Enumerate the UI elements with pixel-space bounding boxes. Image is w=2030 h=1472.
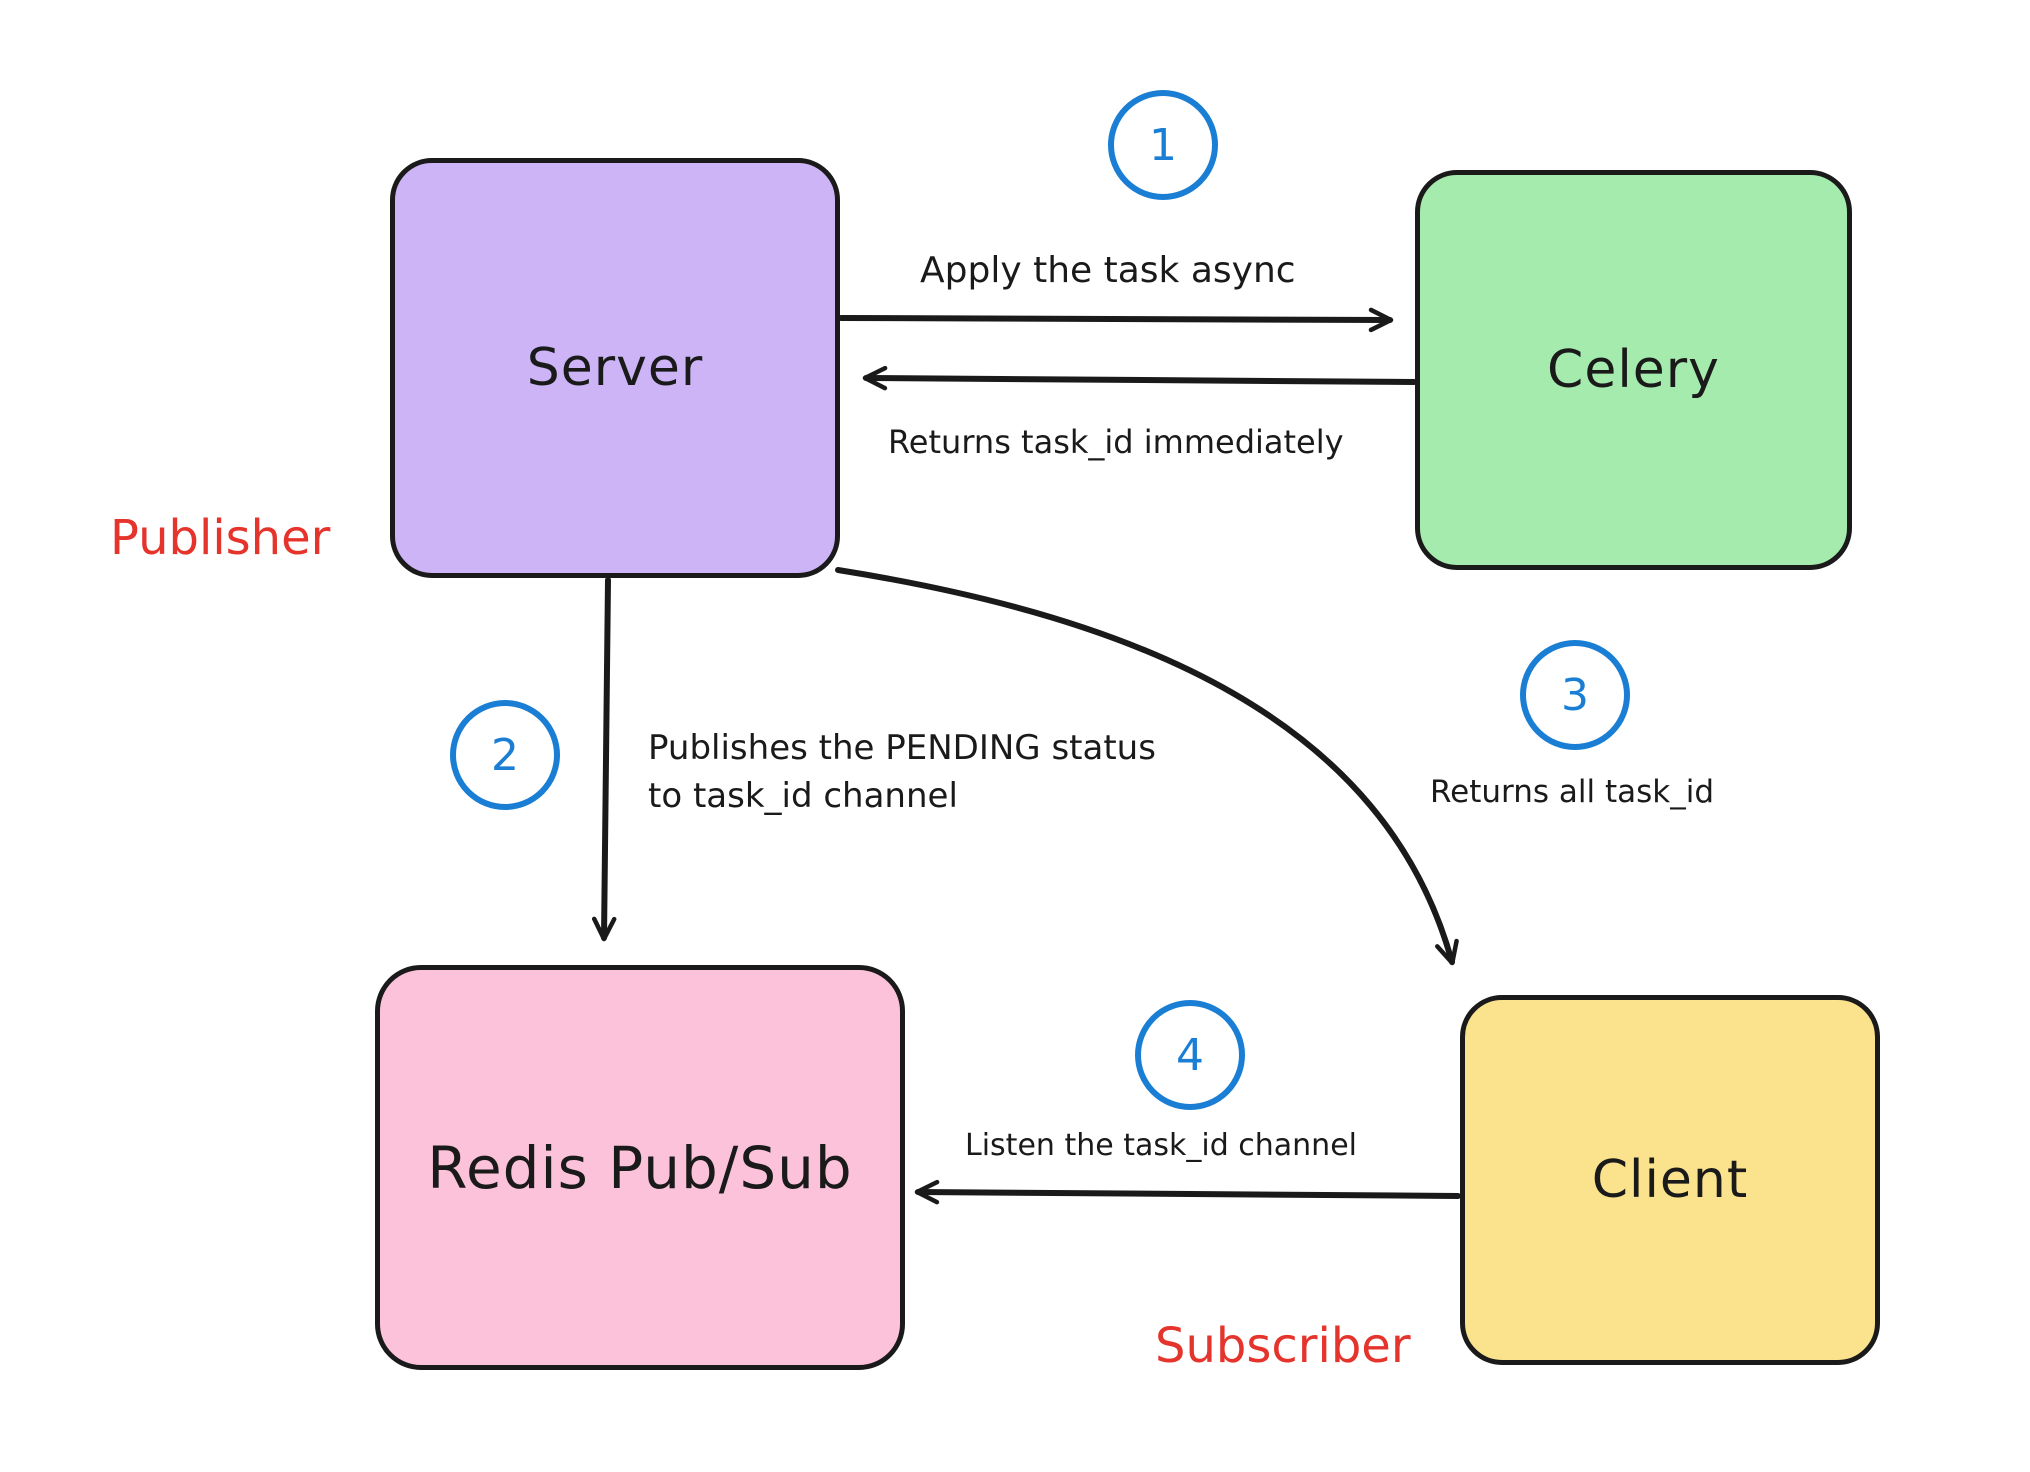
step-badge-1: 1 (1108, 90, 1218, 200)
role-label-publisher: Publisher (110, 510, 331, 566)
step-badge-4: 4 (1135, 1000, 1245, 1110)
edge-apply-the-task-async (838, 307, 1394, 333)
node-server-label: Server (526, 338, 704, 398)
edge-label-returns-task-id-immediately: Returns task_id immediately (888, 423, 1344, 461)
edge-label-returns-all-task-id: Returns all task_id (1430, 774, 1714, 810)
role-label-subscriber: Subscriber (1155, 1318, 1411, 1374)
node-celery-label: Celery (1547, 340, 1720, 400)
node-redis-pubsub[interactable]: Redis Pub/Sub (375, 965, 905, 1370)
node-server[interactable]: Server (390, 158, 840, 578)
edge-returns-task-id-immediately (862, 365, 1417, 391)
edge-listen-task-id-channel (914, 1179, 1461, 1205)
node-client-label: Client (1591, 1150, 1749, 1210)
step-badge-2: 2 (450, 700, 560, 810)
edge-publishes-pending-status (591, 577, 617, 942)
node-celery[interactable]: Celery (1415, 170, 1852, 570)
edge-label-apply-the-task-async: Apply the task async (920, 250, 1296, 291)
step-badge-3: 3 (1520, 640, 1630, 750)
edge-label-publishes-pending-status: Publishes the PENDING status to task_id … (648, 728, 1156, 817)
node-redis-pubsub-label: Redis Pub/Sub (427, 1133, 853, 1202)
edge-label-listen-task-id-channel: Listen the task_id channel (965, 1128, 1357, 1163)
node-client[interactable]: Client (1460, 995, 1880, 1365)
